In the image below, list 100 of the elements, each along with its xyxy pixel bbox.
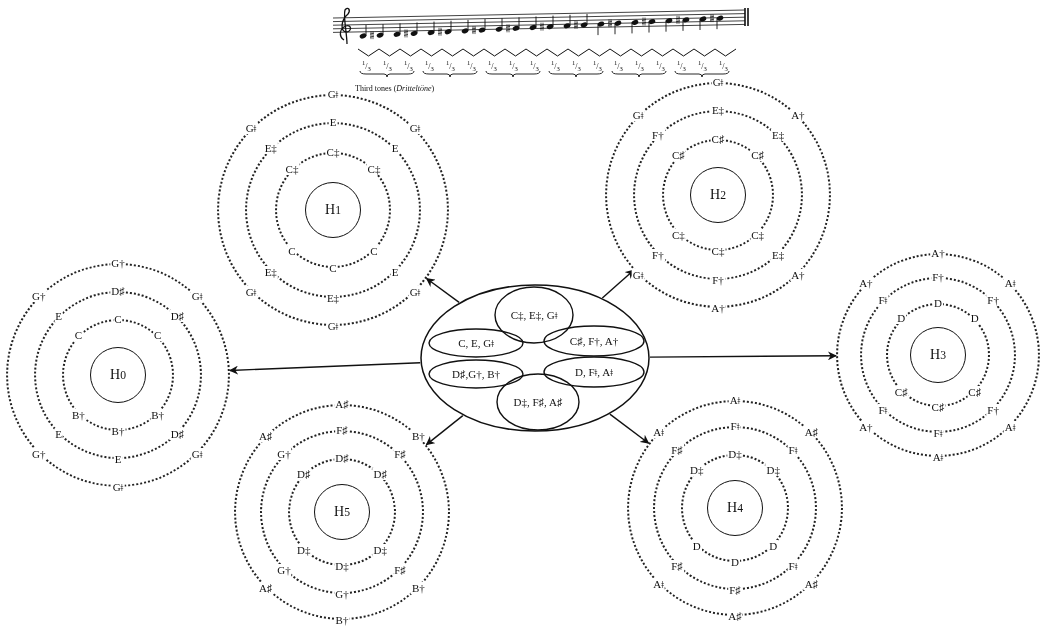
note-label: Aǂ xyxy=(652,578,665,591)
note-label: A† xyxy=(710,302,726,314)
note-label: C xyxy=(287,245,297,257)
note-label: Aǂ xyxy=(1003,276,1017,289)
fraction-label: $^{1}$/$_{3}$ xyxy=(362,58,371,74)
note-label: Fǂ xyxy=(932,427,944,439)
note-label: A♯ xyxy=(803,425,820,438)
fraction-label: $^{1}$/$_{3}$ xyxy=(530,58,539,74)
note-label: F♯ xyxy=(670,559,684,572)
note-label: Aǂ xyxy=(931,451,945,463)
note-label: A♯ xyxy=(257,429,274,442)
note-label: F♯ xyxy=(728,584,742,596)
note-label: Gǂ xyxy=(408,286,422,298)
note-label: E‡ xyxy=(771,249,786,262)
arrow xyxy=(229,362,421,375)
note-label: E‡ xyxy=(325,292,341,304)
note-label: E xyxy=(390,266,400,279)
fraction-label: $^{1}$/$_{3}$ xyxy=(404,58,413,74)
note-label: C xyxy=(113,313,123,325)
fraction-label: $^{1}$/$_{3}$ xyxy=(572,58,581,74)
note-label: F† xyxy=(651,128,665,141)
note-label: C xyxy=(328,262,338,274)
fraction-label: $^{1}$/$_{3}$ xyxy=(698,58,707,74)
note-label: E xyxy=(54,309,63,322)
note-label: D xyxy=(768,540,779,553)
arrow xyxy=(609,413,650,444)
note-label: C♯ xyxy=(670,149,686,162)
note-label: C‡ xyxy=(670,228,686,241)
fraction-label: $^{1}$/$_{3}$ xyxy=(467,58,476,74)
note-label: G† xyxy=(31,448,47,461)
chord-label: D♯,G†, B† xyxy=(452,368,500,380)
arrow xyxy=(425,414,464,446)
note-label: Gǂ xyxy=(711,76,725,88)
note-label: Fǂ xyxy=(787,444,799,456)
note-label: Gǂ xyxy=(326,320,340,332)
note-label: Gǂ xyxy=(190,448,204,461)
note-label: C‡ xyxy=(284,163,300,175)
note-label: B† xyxy=(150,408,165,421)
fraction-label: $^{1}$/$_{3}$ xyxy=(719,58,728,74)
note-label: Fǂ xyxy=(729,420,741,432)
note-label: F† xyxy=(986,293,1000,306)
note-label: Aǂ xyxy=(652,425,665,438)
note-label: Fǂ xyxy=(877,293,889,306)
note-label: G† xyxy=(276,563,292,576)
chord-label: D‡, F♯, A♯ xyxy=(513,396,563,408)
note-label: D‡ xyxy=(765,463,781,476)
note-label: Gǂ xyxy=(631,268,645,281)
note-label: D‡ xyxy=(727,448,743,460)
fraction-label: $^{1}$/$_{3}$ xyxy=(383,58,392,74)
arrow xyxy=(649,351,837,361)
note-label: F† xyxy=(931,271,945,283)
note-label: Gǂ xyxy=(111,481,125,493)
note-label: Aǂ xyxy=(728,394,742,406)
note-label: C‡ xyxy=(750,228,765,241)
note-label: E‡ xyxy=(771,128,786,141)
fraction-label: $^{1}$/$_{3}$ xyxy=(635,58,644,74)
note-label: B† xyxy=(70,408,86,421)
note-label: E xyxy=(328,116,338,128)
fraction-label: $^{1}$/$_{3}$ xyxy=(593,58,602,74)
chord-label: C‡, E‡, Gǂ xyxy=(510,309,558,321)
note-label: Aǂ xyxy=(1003,421,1017,434)
note-label: D♯ xyxy=(372,467,388,480)
fraction-label: $^{1}$/$_{3}$ xyxy=(656,58,665,74)
note-label: Gǂ xyxy=(631,109,645,122)
note-label: A† xyxy=(930,247,946,259)
note-label: C♯ xyxy=(930,401,946,413)
note-label: E‡ xyxy=(710,104,726,116)
note-label: D♯ xyxy=(169,428,186,441)
note-label: C♯ xyxy=(750,149,765,162)
note-label: F† xyxy=(711,274,725,286)
fraction-label: $^{1}$/$_{3}$ xyxy=(446,58,455,74)
note-label: G† xyxy=(276,448,292,460)
note-label: D xyxy=(969,312,980,325)
note-label: Gǂ xyxy=(408,121,422,134)
note-label: B† xyxy=(410,429,426,442)
note-label: C‡ xyxy=(366,163,382,175)
note-label: F♯ xyxy=(670,444,684,456)
note-label: D♯ xyxy=(110,285,126,297)
note-label: E‡ xyxy=(263,266,278,279)
arrow xyxy=(425,277,460,304)
note-label: E xyxy=(390,141,400,154)
note-label: Gǂ xyxy=(244,121,258,134)
note-label: A♯ xyxy=(727,610,743,622)
note-label: G† xyxy=(334,588,350,600)
note-label: A♯ xyxy=(257,582,274,595)
fraction-label: $^{1}$/$_{3}$ xyxy=(509,58,518,74)
fraction-label: $^{1}$/$_{3}$ xyxy=(425,58,434,74)
note-label: C xyxy=(152,329,163,342)
note-label: C xyxy=(73,329,84,342)
note-label: Gǂ xyxy=(244,286,258,298)
note-label: D‡ xyxy=(334,560,350,572)
note-label: A† xyxy=(790,109,806,122)
note-label: B† xyxy=(334,614,350,626)
note-label: F† xyxy=(651,249,665,262)
note-label: D♯ xyxy=(169,309,186,322)
chord-label: D, Fǂ, Aǂ xyxy=(575,366,613,378)
note-label: A♯ xyxy=(803,578,820,591)
note-label: E xyxy=(113,453,123,465)
note-label: A† xyxy=(858,276,874,289)
fraction-label: $^{1}$/$_{3}$ xyxy=(677,58,686,74)
